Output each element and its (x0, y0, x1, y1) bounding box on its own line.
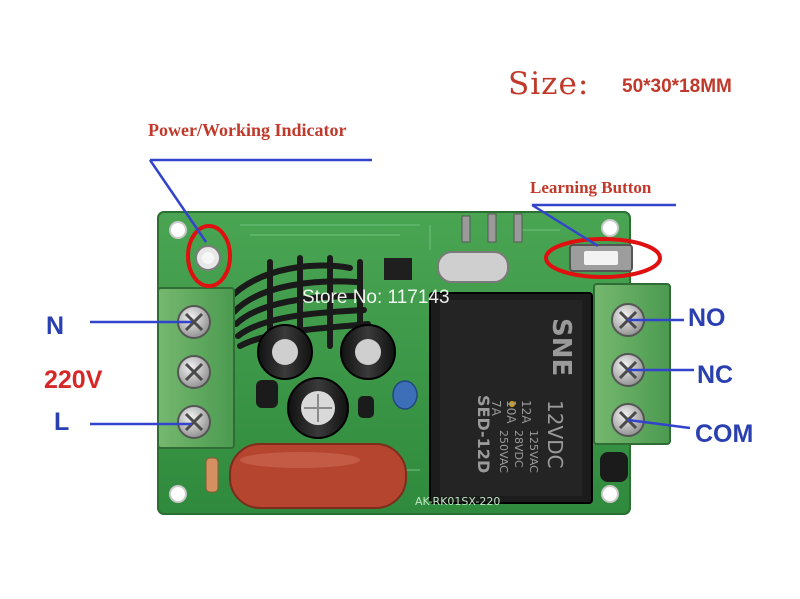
terminal-label-nc: NC (697, 361, 734, 389)
relay-voltage-1: 125VAC (527, 430, 540, 473)
board-code: AK-RK01SX-220 (415, 495, 500, 508)
relay-brand: SNE (546, 318, 576, 376)
relay-printing: SNE 12VDC SED-12D 12A 10A 7A 125VAC 28VD… (474, 318, 576, 473)
terminal-screws-left (177, 305, 211, 439)
size-value: 50*30*18MM (622, 76, 732, 97)
relay-voltage-3: 250VAC (497, 430, 510, 473)
electrolytic-capacitors (257, 324, 396, 439)
terminal-label-n: N (46, 312, 65, 340)
learning-button-callout: Learning Button (530, 178, 652, 197)
relay-rating-1: 12A (519, 400, 533, 424)
led-highlight-ring (186, 224, 232, 288)
terminal-label-no: NO (688, 304, 726, 332)
transistor (358, 396, 374, 418)
mounting-hole (601, 485, 619, 503)
relay-rating-3: 7A (489, 400, 503, 417)
terminal-pointer-lines (90, 318, 694, 430)
callout-lines (148, 158, 676, 248)
transistor (256, 380, 278, 408)
x2-capacitor-highlight (240, 452, 360, 468)
transistor (600, 452, 628, 482)
crystal-oscillator (437, 251, 509, 283)
relay-face (440, 300, 582, 496)
size-label: Size: (508, 66, 590, 102)
relay-rating-2: 10A (504, 400, 518, 424)
terminal-label-l: L (54, 408, 70, 436)
store-watermark: Store No: 117143 (302, 287, 450, 308)
voltage-label: 220V (44, 366, 103, 394)
relay-model: SED-12D (474, 395, 493, 473)
antenna-coil (225, 255, 371, 355)
ic-chip (384, 258, 412, 280)
mounting-hole (601, 219, 619, 237)
ceramic-capacitor (392, 380, 418, 410)
power-indicator-callout: Power/Working Indicator (148, 120, 347, 140)
relay-coil: 12VDC (543, 400, 567, 469)
led-indicator-lens (202, 252, 214, 264)
header-pins (461, 213, 523, 243)
terminal-label-com: COM (695, 420, 754, 448)
relay-dot (509, 401, 515, 407)
learning-button-cap (584, 251, 618, 265)
resistor (205, 457, 219, 493)
mounting-hole (169, 221, 187, 239)
mounting-hole (169, 485, 187, 503)
button-highlight-ring (544, 237, 662, 279)
relay-voltage-2: 28VDC (512, 430, 525, 468)
